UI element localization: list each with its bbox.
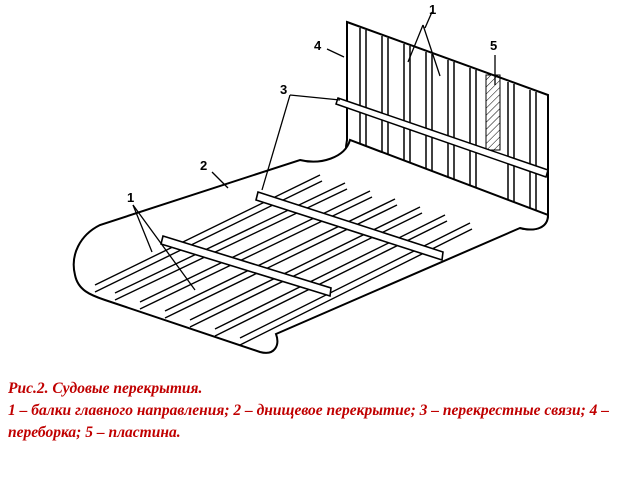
figure-caption: Рис.2. Судовые перекрытия. 1 – балки гла…	[8, 378, 632, 444]
label-1-left: 1	[127, 190, 134, 205]
caption-title: Рис.2. Судовые перекрытия.	[8, 380, 203, 397]
label-3: 3	[280, 82, 287, 97]
bottom-deck	[72, 138, 550, 354]
label-2: 2	[200, 158, 207, 173]
label-4: 4	[314, 38, 322, 53]
label-1-top: 1	[429, 2, 436, 17]
ship-structure-diagram: 1 4 5 3 2 1	[72, 2, 550, 354]
caption-text: 1 – балки главного направления; 2 – днищ…	[8, 402, 610, 441]
leader-lines	[132, 11, 496, 291]
label-5: 5	[490, 38, 497, 53]
callout-labels: 1 4 5 3 2 1	[127, 2, 497, 205]
